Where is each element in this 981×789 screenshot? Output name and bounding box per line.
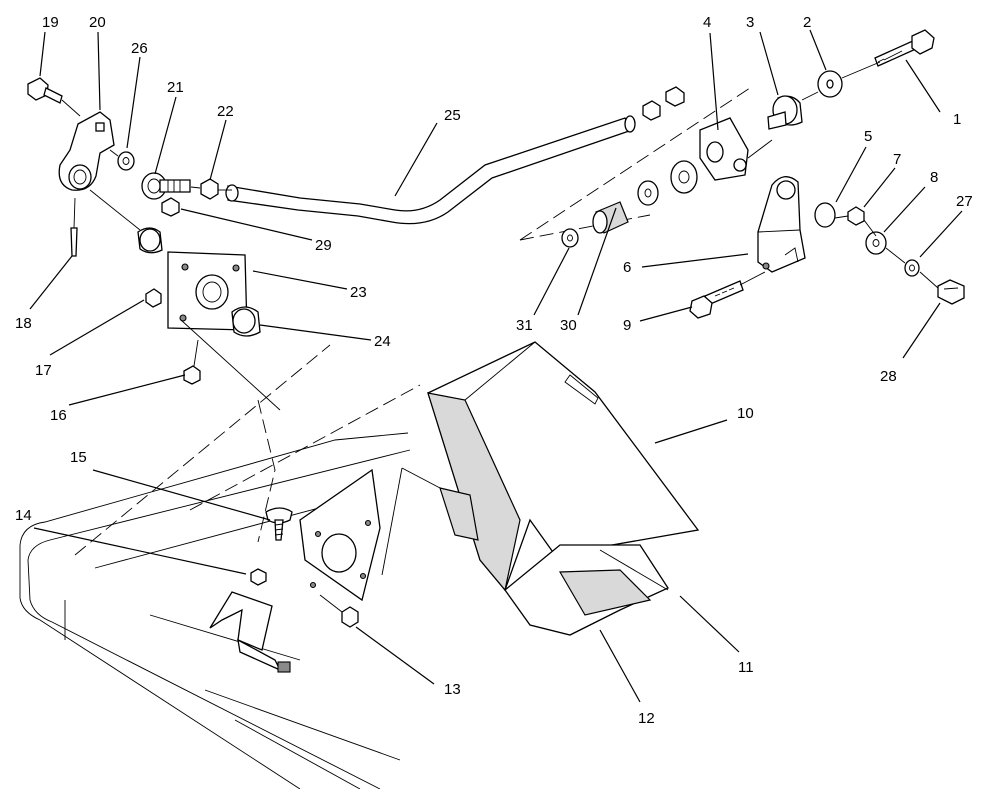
callout-26: 26 bbox=[131, 40, 148, 57]
callout-labels: 1 2 3 4 5 6 7 8 9 10 11 12 13 14 15 16 1… bbox=[15, 14, 973, 727]
callout-19: 19 bbox=[42, 14, 59, 31]
callout-7: 7 bbox=[893, 151, 901, 168]
linkage-right bbox=[561, 29, 965, 319]
leader-lines bbox=[29, 29, 963, 703]
callout-24: 24 bbox=[374, 333, 391, 350]
callout-15: 15 bbox=[70, 449, 87, 466]
callout-30: 30 bbox=[560, 317, 577, 334]
frame-hardware bbox=[250, 399, 359, 628]
callout-1: 1 bbox=[953, 111, 961, 128]
frame-bracket bbox=[209, 591, 291, 673]
guide-line-lower bbox=[519, 214, 651, 241]
callout-11: 11 bbox=[738, 659, 754, 676]
callout-10: 10 bbox=[737, 405, 754, 422]
callout-29: 29 bbox=[315, 237, 332, 254]
callout-3: 3 bbox=[746, 14, 754, 31]
callout-23: 23 bbox=[350, 284, 367, 301]
shaft bbox=[225, 115, 636, 225]
callout-31: 31 bbox=[516, 317, 533, 334]
pedal-assembly bbox=[381, 341, 700, 636]
callout-22: 22 bbox=[217, 103, 234, 120]
callout-4: 4 bbox=[703, 14, 711, 31]
callout-5: 5 bbox=[864, 128, 872, 145]
callout-2: 2 bbox=[803, 14, 811, 31]
callout-13: 13 bbox=[444, 681, 461, 698]
callout-6: 6 bbox=[623, 259, 631, 276]
callout-20: 20 bbox=[89, 14, 106, 31]
callout-16: 16 bbox=[50, 407, 67, 424]
frame-mount-plate bbox=[299, 468, 381, 602]
frame-body bbox=[19, 344, 421, 789]
callout-18: 18 bbox=[15, 315, 32, 332]
callout-9: 9 bbox=[623, 317, 631, 334]
callout-8: 8 bbox=[930, 169, 938, 186]
callout-27: 27 bbox=[956, 193, 973, 210]
callout-25: 25 bbox=[444, 107, 461, 124]
callout-28: 28 bbox=[880, 368, 897, 385]
callout-12: 12 bbox=[638, 710, 655, 727]
linkage-left bbox=[27, 77, 281, 411]
callout-14: 14 bbox=[15, 507, 32, 524]
guide-line-upper bbox=[519, 87, 751, 241]
shaft-end-nuts bbox=[642, 86, 685, 121]
callout-17: 17 bbox=[35, 362, 52, 379]
callout-21: 21 bbox=[167, 79, 184, 96]
